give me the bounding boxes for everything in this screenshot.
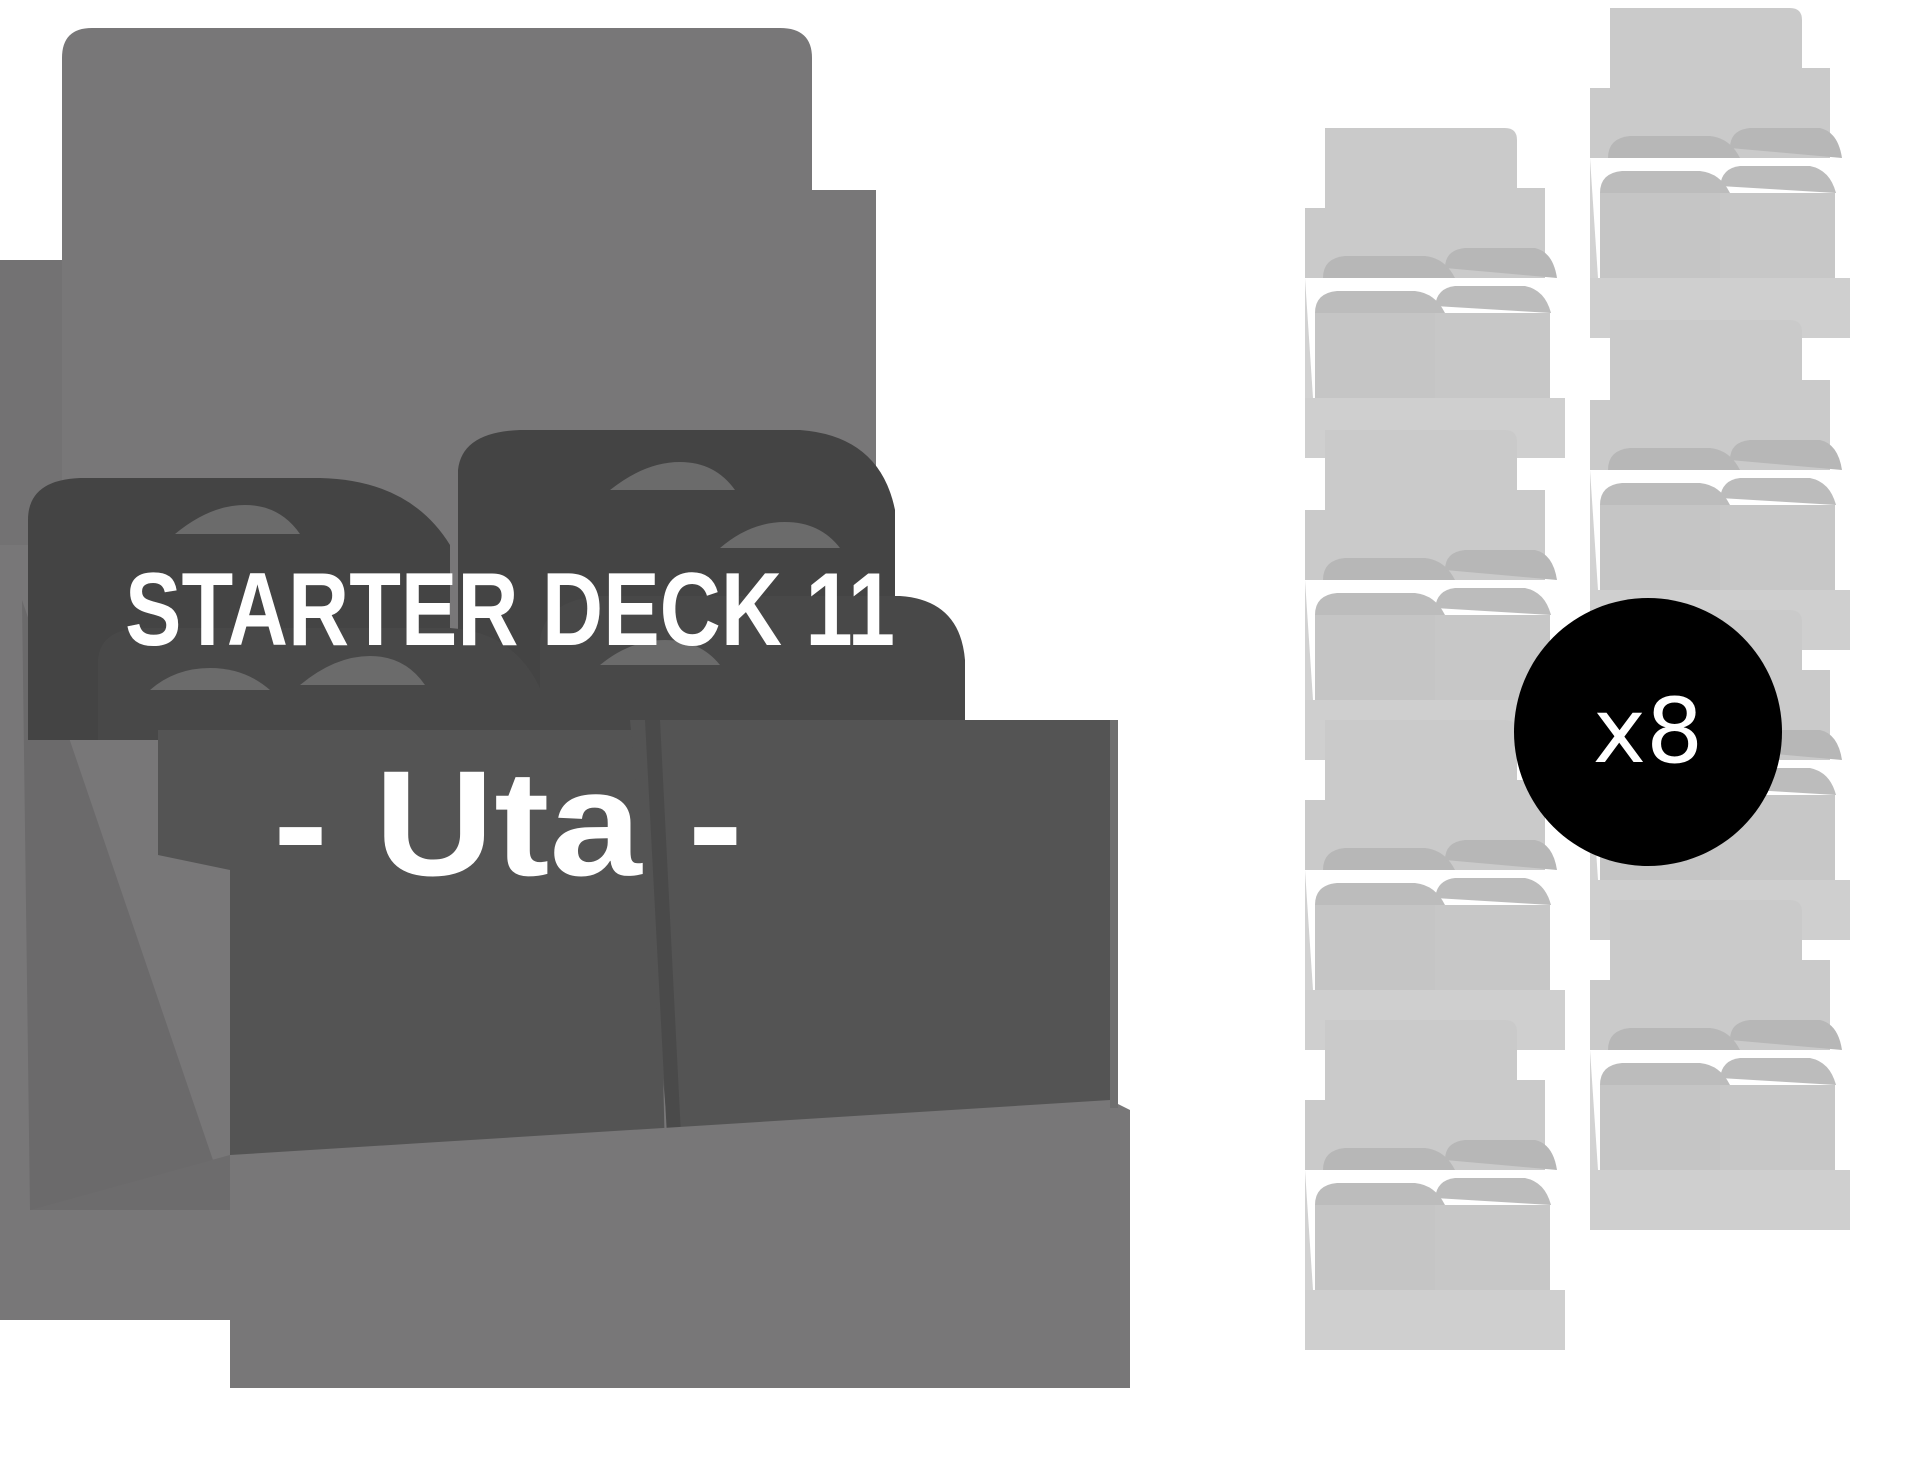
stack-box-1	[1305, 128, 1565, 458]
deck-front-right	[540, 596, 965, 740]
display-box-icon	[0, 28, 1130, 1388]
display-box-front-tray	[230, 1100, 1130, 1388]
title-line-2: - Uta -	[273, 739, 743, 907]
stack-box-5	[1590, 8, 1850, 338]
quantity-badge: x8	[1514, 598, 1782, 866]
product-title: STARTER DECK 11 - Uta -	[125, 552, 895, 907]
title-line-1: STARTER DECK 11	[125, 552, 895, 668]
stack-box-8	[1590, 900, 1850, 1230]
stack-box-4	[1305, 1020, 1565, 1350]
quantity-badge-text: x8	[1593, 679, 1704, 784]
